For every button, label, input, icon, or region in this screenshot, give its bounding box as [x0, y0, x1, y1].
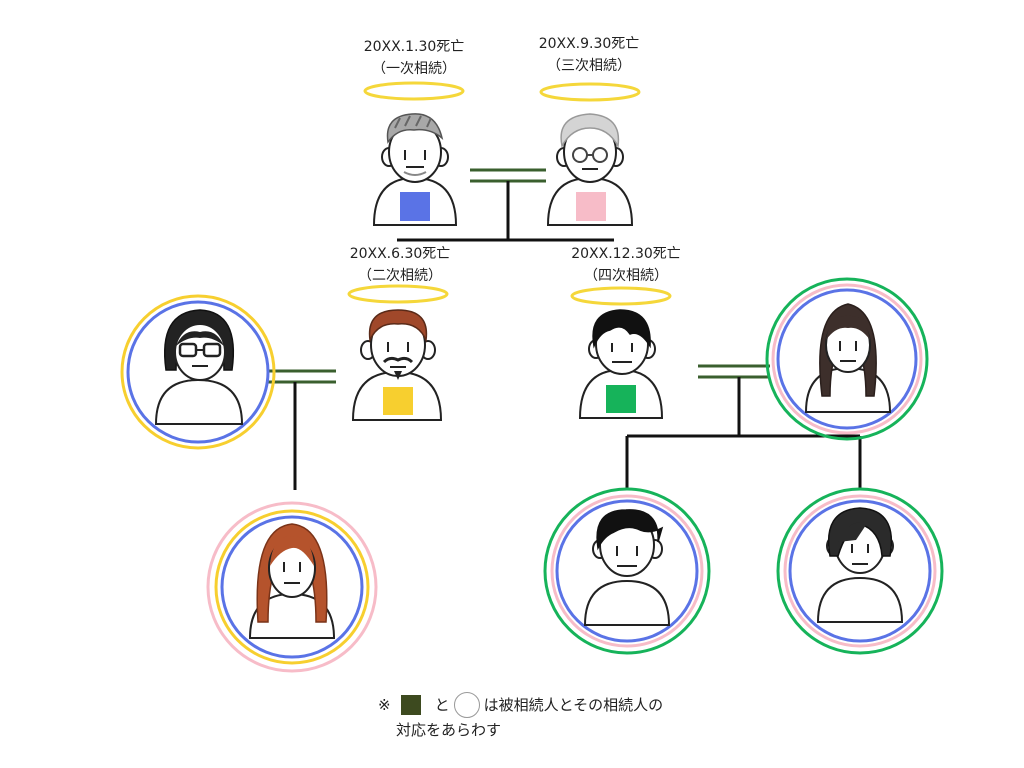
heir-ring-green — [543, 487, 711, 655]
halo-icon — [570, 286, 672, 306]
halos — [347, 81, 672, 306]
halo-icon — [539, 82, 641, 102]
halo-icon — [363, 81, 465, 101]
death-date: 20XX.12.30死亡 — [571, 246, 681, 262]
hair — [592, 309, 651, 349]
hair — [596, 509, 664, 551]
label-grandfather: 20XX.1.30死亡 （一次相続） — [324, 36, 504, 80]
heir-square-green — [606, 385, 636, 413]
death-date: 20XX.1.30死亡 — [363, 39, 465, 55]
heir-square-yellow — [383, 387, 413, 415]
inheritance-order: （一次相続） — [372, 61, 456, 77]
person-father-child — [206, 501, 378, 673]
hair — [386, 113, 444, 144]
note-line2: 対応をあらわす — [396, 721, 502, 739]
label-uncle: 20XX.12.30死亡 （四次相続） — [536, 243, 716, 287]
person-father — [351, 309, 443, 421]
person-uncle-child-right — [776, 487, 944, 655]
heir-ring-green — [776, 487, 944, 655]
legend-circle-icon — [453, 692, 480, 718]
heir-ring-yellow — [214, 509, 370, 665]
inheritance-order: （二次相続） — [358, 268, 442, 284]
death-date: 20XX.9.30死亡 — [538, 36, 640, 52]
note-and: と — [434, 696, 450, 714]
heir-ring-pink — [783, 494, 937, 648]
note-mark: ※ — [378, 696, 391, 714]
heir-ring-yellow — [120, 294, 276, 450]
person-body — [816, 576, 904, 623]
legend-square-icon — [400, 695, 421, 715]
halo-icon — [347, 284, 449, 304]
label-grandmother: 20XX.9.30死亡 （三次相続） — [499, 33, 679, 77]
heir-ring-pink — [550, 494, 704, 648]
heir-square-blue — [400, 192, 430, 221]
inheritance-order: （三次相続） — [547, 58, 631, 74]
heir-ring-pink — [771, 283, 923, 435]
label-father: 20XX.6.30死亡 （二次相続） — [310, 243, 490, 287]
hair — [368, 309, 428, 343]
note-line1: は被相続人とその相続人の — [483, 696, 664, 714]
inheritance-order: （四次相続） — [584, 268, 668, 284]
person-grandmother — [546, 113, 634, 226]
heir-ring-green — [765, 277, 929, 441]
legend-note: ※ と は被相続人とその相続人の 対応をあらわす — [378, 692, 663, 742]
hair — [560, 113, 620, 149]
person-uncle-child-left — [543, 487, 711, 655]
death-date: 20XX.6.30死亡 — [349, 246, 451, 262]
person-father-wife — [120, 294, 276, 450]
heir-square-pink — [576, 192, 606, 221]
person-grandfather — [372, 113, 458, 226]
heir-ring-pink — [206, 501, 378, 673]
person-uncle-wife — [765, 277, 929, 441]
person-uncle — [578, 309, 664, 419]
person-body — [583, 579, 671, 626]
